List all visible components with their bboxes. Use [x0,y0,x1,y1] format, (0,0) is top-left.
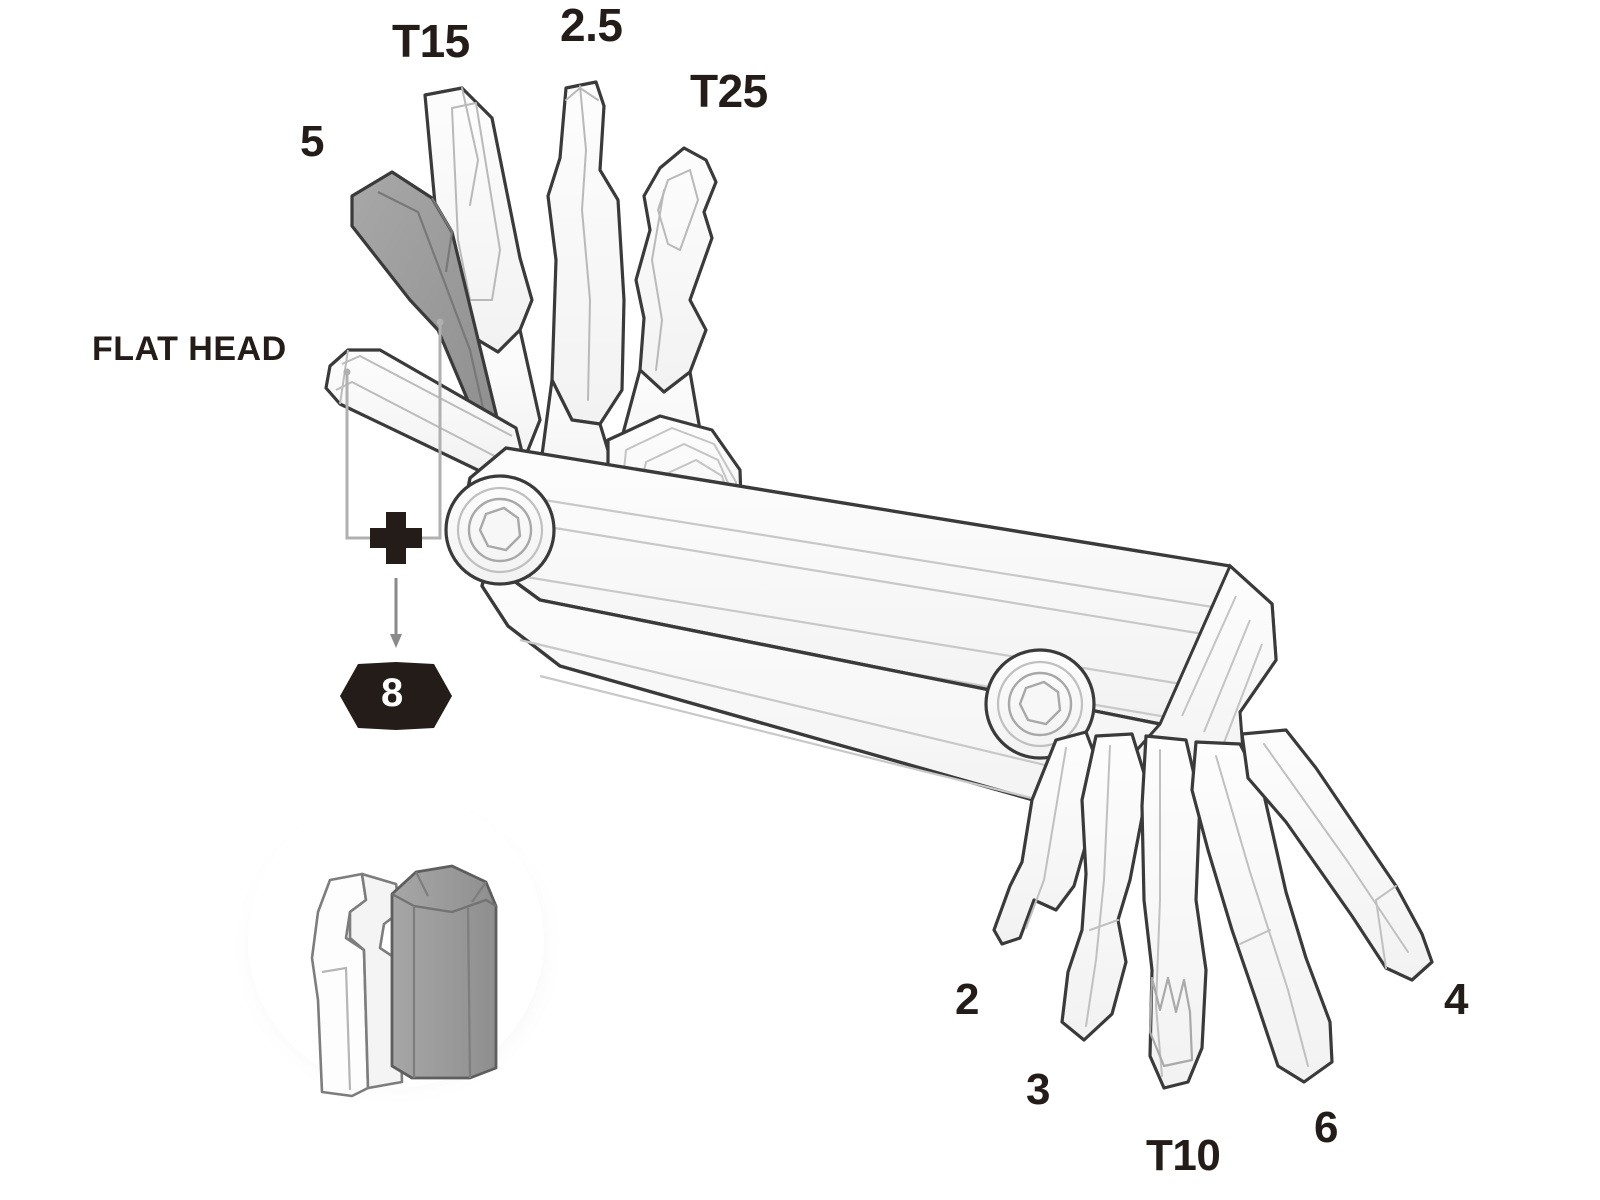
bit-hex-6 [1190,740,1334,1084]
result-badge-hexagon [340,662,452,730]
label-hex-2-5: 2.5 [560,0,623,51]
callout-result-line [390,578,402,648]
pivot-screw-upper [444,474,556,586]
label-badge-8: 8 [381,671,404,715]
bit-hex-3 [1060,732,1150,1042]
label-hex-3: 3 [1026,1065,1050,1114]
inset-detail [230,788,566,1108]
top-bit-cluster [423,80,744,562]
bit-hex-2-5 [546,80,626,426]
tool-body [460,446,1278,828]
bit-t25 [634,146,718,394]
pivot-screw-lower [984,648,1096,760]
bottom-bit-cluster [992,728,1434,1090]
plus-symbol [370,512,422,564]
bit-hex-4 [1240,728,1434,982]
label-hex-4: 4 [1444,975,1468,1024]
label-hex-5: 5 [300,117,324,166]
label-torx-t15: T15 [392,15,470,67]
callout-bracket [343,318,444,540]
label-hex-2: 2 [955,975,979,1024]
label-torx-t25: T25 [690,65,768,117]
label-torx-t10: T10 [1146,1131,1221,1180]
label-flat-head: FLAT HEAD [92,330,287,368]
label-hex-6: 6 [1314,1103,1338,1152]
